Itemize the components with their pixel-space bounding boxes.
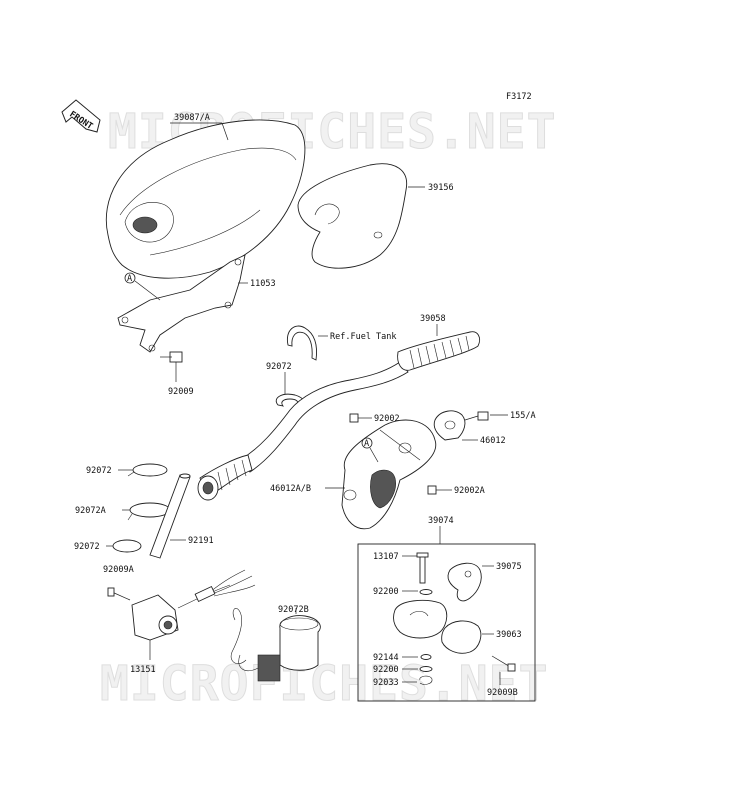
screw-92009A bbox=[107, 587, 131, 601]
screw-92009B bbox=[491, 655, 516, 672]
switch-13151 bbox=[131, 569, 256, 641]
label-92072-l2: 92072 bbox=[74, 542, 100, 552]
figure-code: F3172 bbox=[506, 92, 532, 102]
label-92072-l1: 92072 bbox=[86, 466, 112, 476]
label-92009A: 92009A bbox=[103, 565, 134, 575]
subassembly-box-39074 bbox=[357, 543, 536, 702]
label-92191: 92191 bbox=[188, 536, 214, 546]
label-92033: 92033 bbox=[373, 678, 399, 688]
oring-92144 bbox=[420, 654, 432, 660]
cover-39156 bbox=[297, 163, 408, 269]
clamp-92072-left2 bbox=[112, 539, 142, 553]
cover-39063 bbox=[441, 620, 482, 654]
label-13107: 13107 bbox=[373, 552, 399, 562]
svg-text:A: A bbox=[364, 439, 369, 449]
clamp-46012 bbox=[433, 410, 466, 441]
label-46012: 46012 bbox=[480, 436, 506, 446]
svg-text:A: A bbox=[127, 274, 132, 284]
label-155A: 155/A bbox=[510, 411, 536, 421]
label-92002A: 92002A bbox=[454, 486, 485, 496]
label-11053: 11053 bbox=[250, 279, 276, 289]
label-92200-a: 92200 bbox=[373, 587, 399, 597]
screw-92002 bbox=[349, 413, 359, 423]
label-92009B: 92009B bbox=[487, 688, 518, 698]
label-92144: 92144 bbox=[373, 653, 399, 663]
watermark-bottom: MICROFICHES.NET bbox=[100, 656, 548, 712]
fuel-tank-hose bbox=[287, 325, 317, 361]
holder-body bbox=[392, 599, 448, 639]
lever-39075 bbox=[447, 562, 482, 602]
label-39075: 39075 bbox=[496, 562, 522, 572]
leader-39087A-b bbox=[221, 122, 229, 141]
label-92200-b: 92200 bbox=[373, 665, 399, 675]
washer-92200-a bbox=[419, 589, 433, 595]
label-39156: 39156 bbox=[428, 183, 454, 193]
label-39087A: 39087/A bbox=[174, 113, 210, 123]
label-46012AB: 46012A/B bbox=[270, 484, 311, 494]
label-13151: 13151 bbox=[130, 665, 156, 675]
tube-92191 bbox=[149, 473, 191, 559]
clamp-92072B bbox=[230, 608, 321, 682]
clamp-92072-left1 bbox=[127, 463, 168, 477]
front-arrow-icon: FRONT bbox=[61, 99, 101, 133]
clip-92033 bbox=[419, 675, 433, 685]
label-92072-top: 92072 bbox=[266, 362, 292, 372]
label-39063: 39063 bbox=[496, 630, 522, 640]
handlebar-39058 bbox=[197, 331, 481, 501]
callout-A-left: A bbox=[124, 272, 161, 301]
bracket-11053 bbox=[117, 254, 246, 353]
label-92072B: 92072B bbox=[278, 605, 309, 615]
label-92072A: 92072A bbox=[75, 506, 106, 516]
ref-fuel-tank-note: Ref.Fuel Tank bbox=[330, 332, 397, 342]
bolt-92009 bbox=[160, 351, 183, 363]
clamp-46012AB bbox=[341, 419, 437, 530]
callout-A-right: A bbox=[361, 437, 379, 463]
screw-92002A bbox=[427, 485, 437, 495]
washer-92200-b bbox=[419, 666, 433, 672]
label-92002: 92002 bbox=[374, 414, 400, 424]
label-39058: 39058 bbox=[420, 314, 446, 324]
seat-39087A bbox=[105, 119, 306, 279]
pin-13107 bbox=[416, 552, 429, 584]
label-92009: 92009 bbox=[168, 387, 194, 397]
label-39074: 39074 bbox=[428, 516, 454, 526]
bolt-155A bbox=[464, 411, 489, 421]
